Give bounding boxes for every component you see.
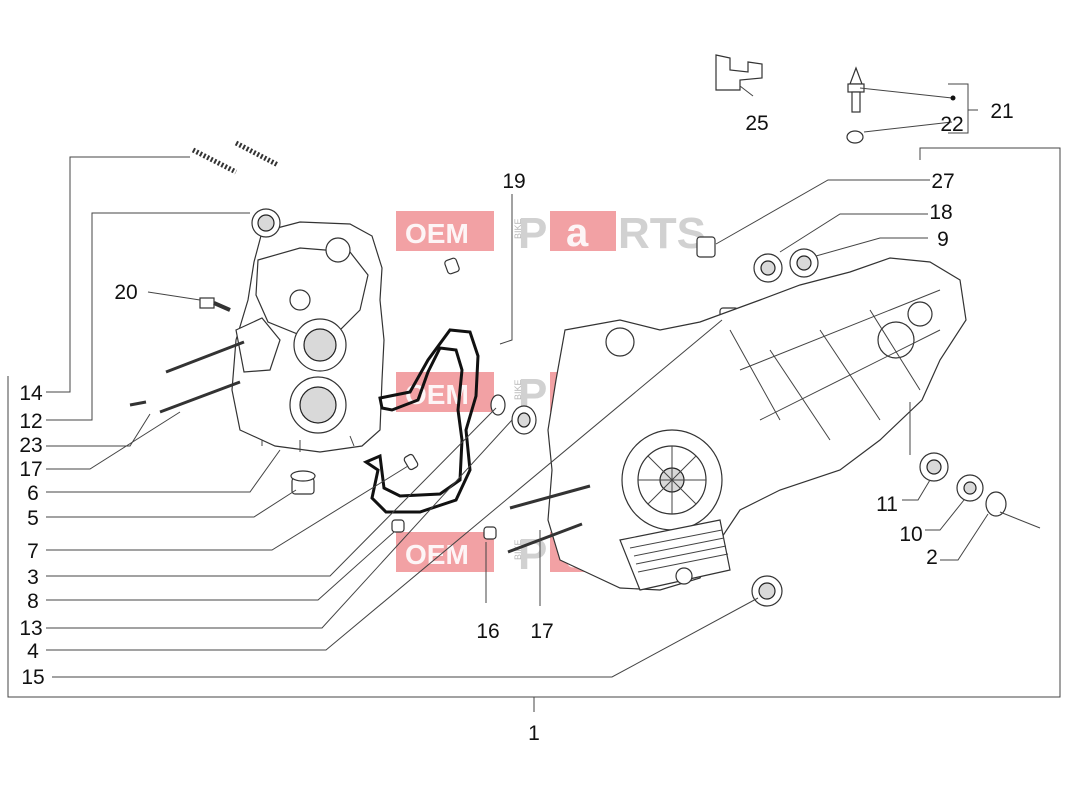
- callout-7: 7: [27, 540, 39, 563]
- assembly-bracket: [7, 147, 1061, 698]
- leader-lines: [46, 83, 1041, 678]
- bearing-9: [789, 248, 819, 278]
- callout-6: 6: [27, 482, 39, 505]
- junction-dot: [950, 95, 956, 101]
- svg-text:OEM: OEM: [405, 539, 469, 570]
- right-crankcase-half: [547, 257, 967, 591]
- studs-left: [129, 340, 245, 414]
- gasket-19: [362, 328, 480, 514]
- left-crankcase-half: [231, 221, 385, 453]
- oil-seal-12: [251, 208, 281, 238]
- callout-3: 3: [27, 566, 39, 589]
- callout-27: 27: [931, 170, 954, 193]
- bearing-10: [956, 474, 984, 502]
- plug-5: [290, 470, 316, 495]
- callout-1: 1: [528, 722, 540, 745]
- callout-16: 16: [476, 620, 499, 643]
- circlip-2: [985, 491, 1007, 517]
- callout-18: 18: [929, 201, 952, 224]
- callout-4: 4: [27, 640, 39, 663]
- o-ring-22: [846, 130, 864, 144]
- svg-text:BIKE: BIKE: [513, 218, 523, 239]
- oil-seal-15: [751, 575, 783, 607]
- callout-13: 13: [19, 617, 42, 640]
- svg-text:a: a: [566, 211, 589, 255]
- callout-12: 12: [19, 410, 42, 433]
- callout-11: 11: [876, 493, 898, 516]
- callout-21: 21: [990, 100, 1013, 123]
- svg-text:BIKE: BIKE: [513, 379, 523, 400]
- callout-17-right: 17: [530, 620, 553, 643]
- stud-pair-14: [191, 140, 280, 175]
- callout-15: 15: [21, 666, 44, 689]
- callout-14: 14: [19, 382, 43, 405]
- callout-20: 20: [114, 281, 137, 304]
- callout-22: 22: [940, 113, 963, 136]
- callout-10: 10: [899, 523, 922, 546]
- callout-2: 2: [926, 546, 938, 569]
- studs-right: [507, 484, 591, 554]
- bolt-20: [199, 297, 231, 312]
- callout-8: 8: [27, 590, 39, 613]
- callout-23: 23: [19, 434, 42, 457]
- svg-text:P: P: [518, 209, 547, 258]
- callout-5: 5: [27, 507, 39, 530]
- svg-text:RTS: RTS: [618, 209, 706, 258]
- dipstick-21: [847, 66, 865, 113]
- callout-19: 19: [502, 170, 525, 193]
- watermark-top: OEM BIKE P a RTS: [396, 209, 706, 258]
- bearing-11: [919, 452, 949, 482]
- bearing-18: [753, 253, 783, 283]
- callout-17-left: 17: [19, 458, 42, 481]
- callout-labels: 1 2 3 4 5 6 7 8 9 10 11 12 13 14 15 16 1…: [19, 100, 1013, 745]
- svg-text:OEM: OEM: [405, 218, 469, 249]
- callout-25: 25: [745, 112, 768, 135]
- seals-mid: [490, 394, 537, 435]
- bracket-25: [715, 54, 763, 91]
- callout-9: 9: [937, 228, 949, 251]
